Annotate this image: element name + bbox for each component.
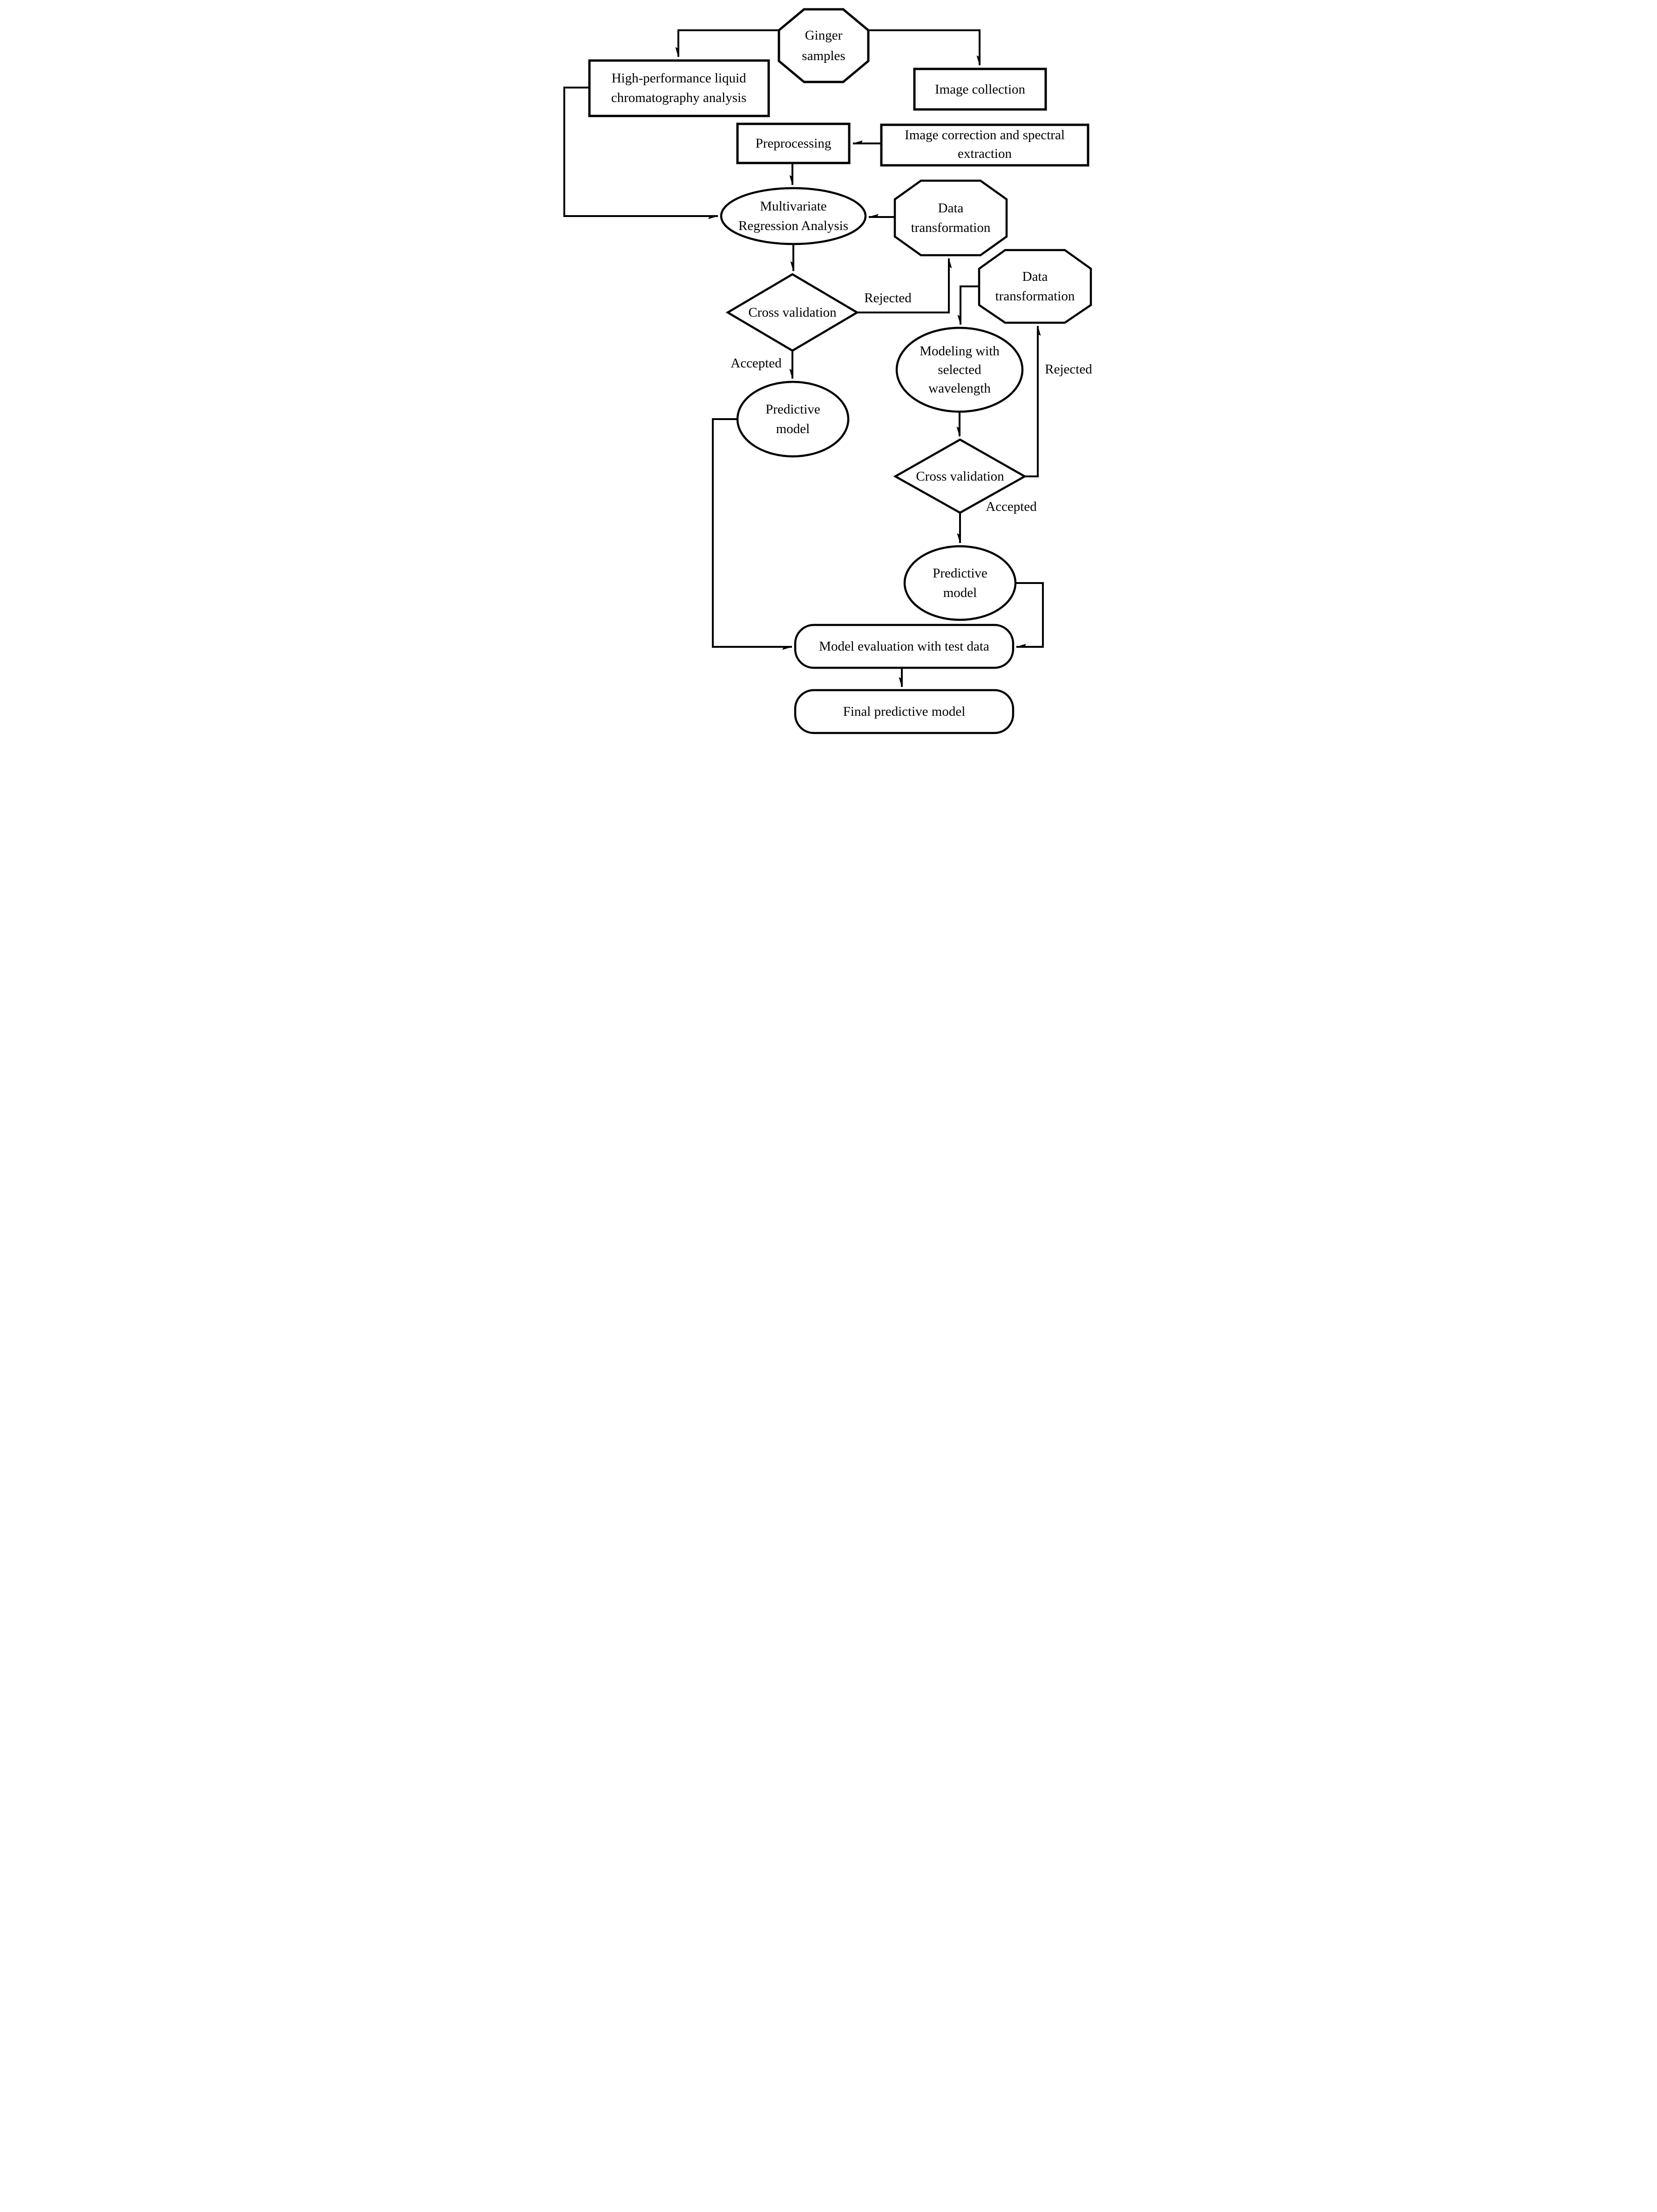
modeling-label-line2: selected	[938, 362, 981, 377]
node-image-collection	[913, 68, 1047, 111]
ginger-samples-label-line2: samples	[802, 48, 845, 63]
edge-label-accepted-1: Accepted	[730, 356, 782, 371]
predictive-model-1-label-line2: model	[776, 421, 810, 436]
final-model-label: Final predictive model	[843, 704, 965, 719]
node-final-model	[794, 689, 1014, 734]
node-cross-validation-1	[725, 273, 859, 352]
predictive-model-1-label-line1: Predictive	[765, 402, 820, 417]
node-model-evaluation	[794, 624, 1014, 669]
cross-validation-2-label: Cross validation	[916, 469, 1004, 484]
data-transformation-2-label-line2: transformation	[995, 289, 1075, 304]
ginger-samples-label-line1: Ginger	[805, 28, 842, 43]
flowchart-page: Ginger samples High-performance liquid c…	[553, 0, 1105, 737]
edge-predictive-model1-to-model-evaluation	[711, 418, 792, 647]
node-ginger-samples	[778, 8, 869, 83]
edge-ginger-to-image-collection	[868, 29, 981, 65]
node-predictive-model-1	[736, 380, 849, 458]
predictive-model-2-label-line1: Predictive	[933, 566, 987, 581]
model-evaluation-label: Model evaluation with test data	[819, 639, 989, 654]
preprocessing-label: Preprocessing	[755, 136, 831, 151]
edge-data-transformation2-to-modeling	[960, 285, 979, 325]
flowchart-canvas: Ginger samples High-performance liquid c…	[563, 8, 1092, 734]
edge-label-accepted-2: Accepted	[986, 499, 1037, 514]
node-data-transformation-1	[893, 179, 1008, 257]
cross-validation-1-label: Cross validation	[748, 305, 837, 320]
hplc-label-line2: chromatography analysis	[611, 90, 746, 105]
image-correction-label-line1: Image correction and spectral	[905, 128, 1065, 142]
node-mra	[720, 187, 866, 245]
node-modeling	[895, 326, 1023, 413]
edge-cross-validation2-rejected-to-data-transformation2	[1024, 326, 1038, 477]
edge-label-rejected-2: Rejected	[1045, 362, 1092, 377]
data-transformation-1-label-line2: transformation	[911, 220, 990, 235]
data-transformation-1-label-line1: Data	[938, 201, 963, 216]
node-predictive-model-2	[903, 545, 1016, 621]
node-data-transformation-2	[978, 249, 1092, 324]
node-preprocessing	[736, 122, 850, 164]
modeling-label-line3: wavelength	[928, 381, 991, 396]
node-cross-validation-2	[893, 438, 1027, 514]
edge-cross-validation1-rejected-to-data-transformation1	[857, 258, 949, 313]
modeling-label-line1: Modeling with	[920, 344, 1000, 359]
data-transformation-2-label-line1: Data	[1022, 269, 1048, 284]
predictive-model-2-label-line2: model	[943, 585, 977, 600]
edge-label-rejected-1: Rejected	[864, 291, 912, 305]
edge-ginger-to-hplc	[678, 29, 779, 57]
hplc-label-line1: High-performance liquid	[611, 71, 746, 86]
edge-hplc-to-mra	[563, 87, 718, 216]
mra-label-line2: Regression Analysis	[738, 218, 848, 233]
node-image-correction	[880, 123, 1089, 167]
node-hplc	[588, 59, 770, 117]
mra-label-line1: Multivariate	[760, 199, 826, 214]
edge-predictive-model2-to-model-evaluation	[1015, 582, 1044, 648]
image-collection-label: Image collection	[934, 82, 1025, 97]
image-correction-label-line2: extraction	[958, 146, 1012, 161]
